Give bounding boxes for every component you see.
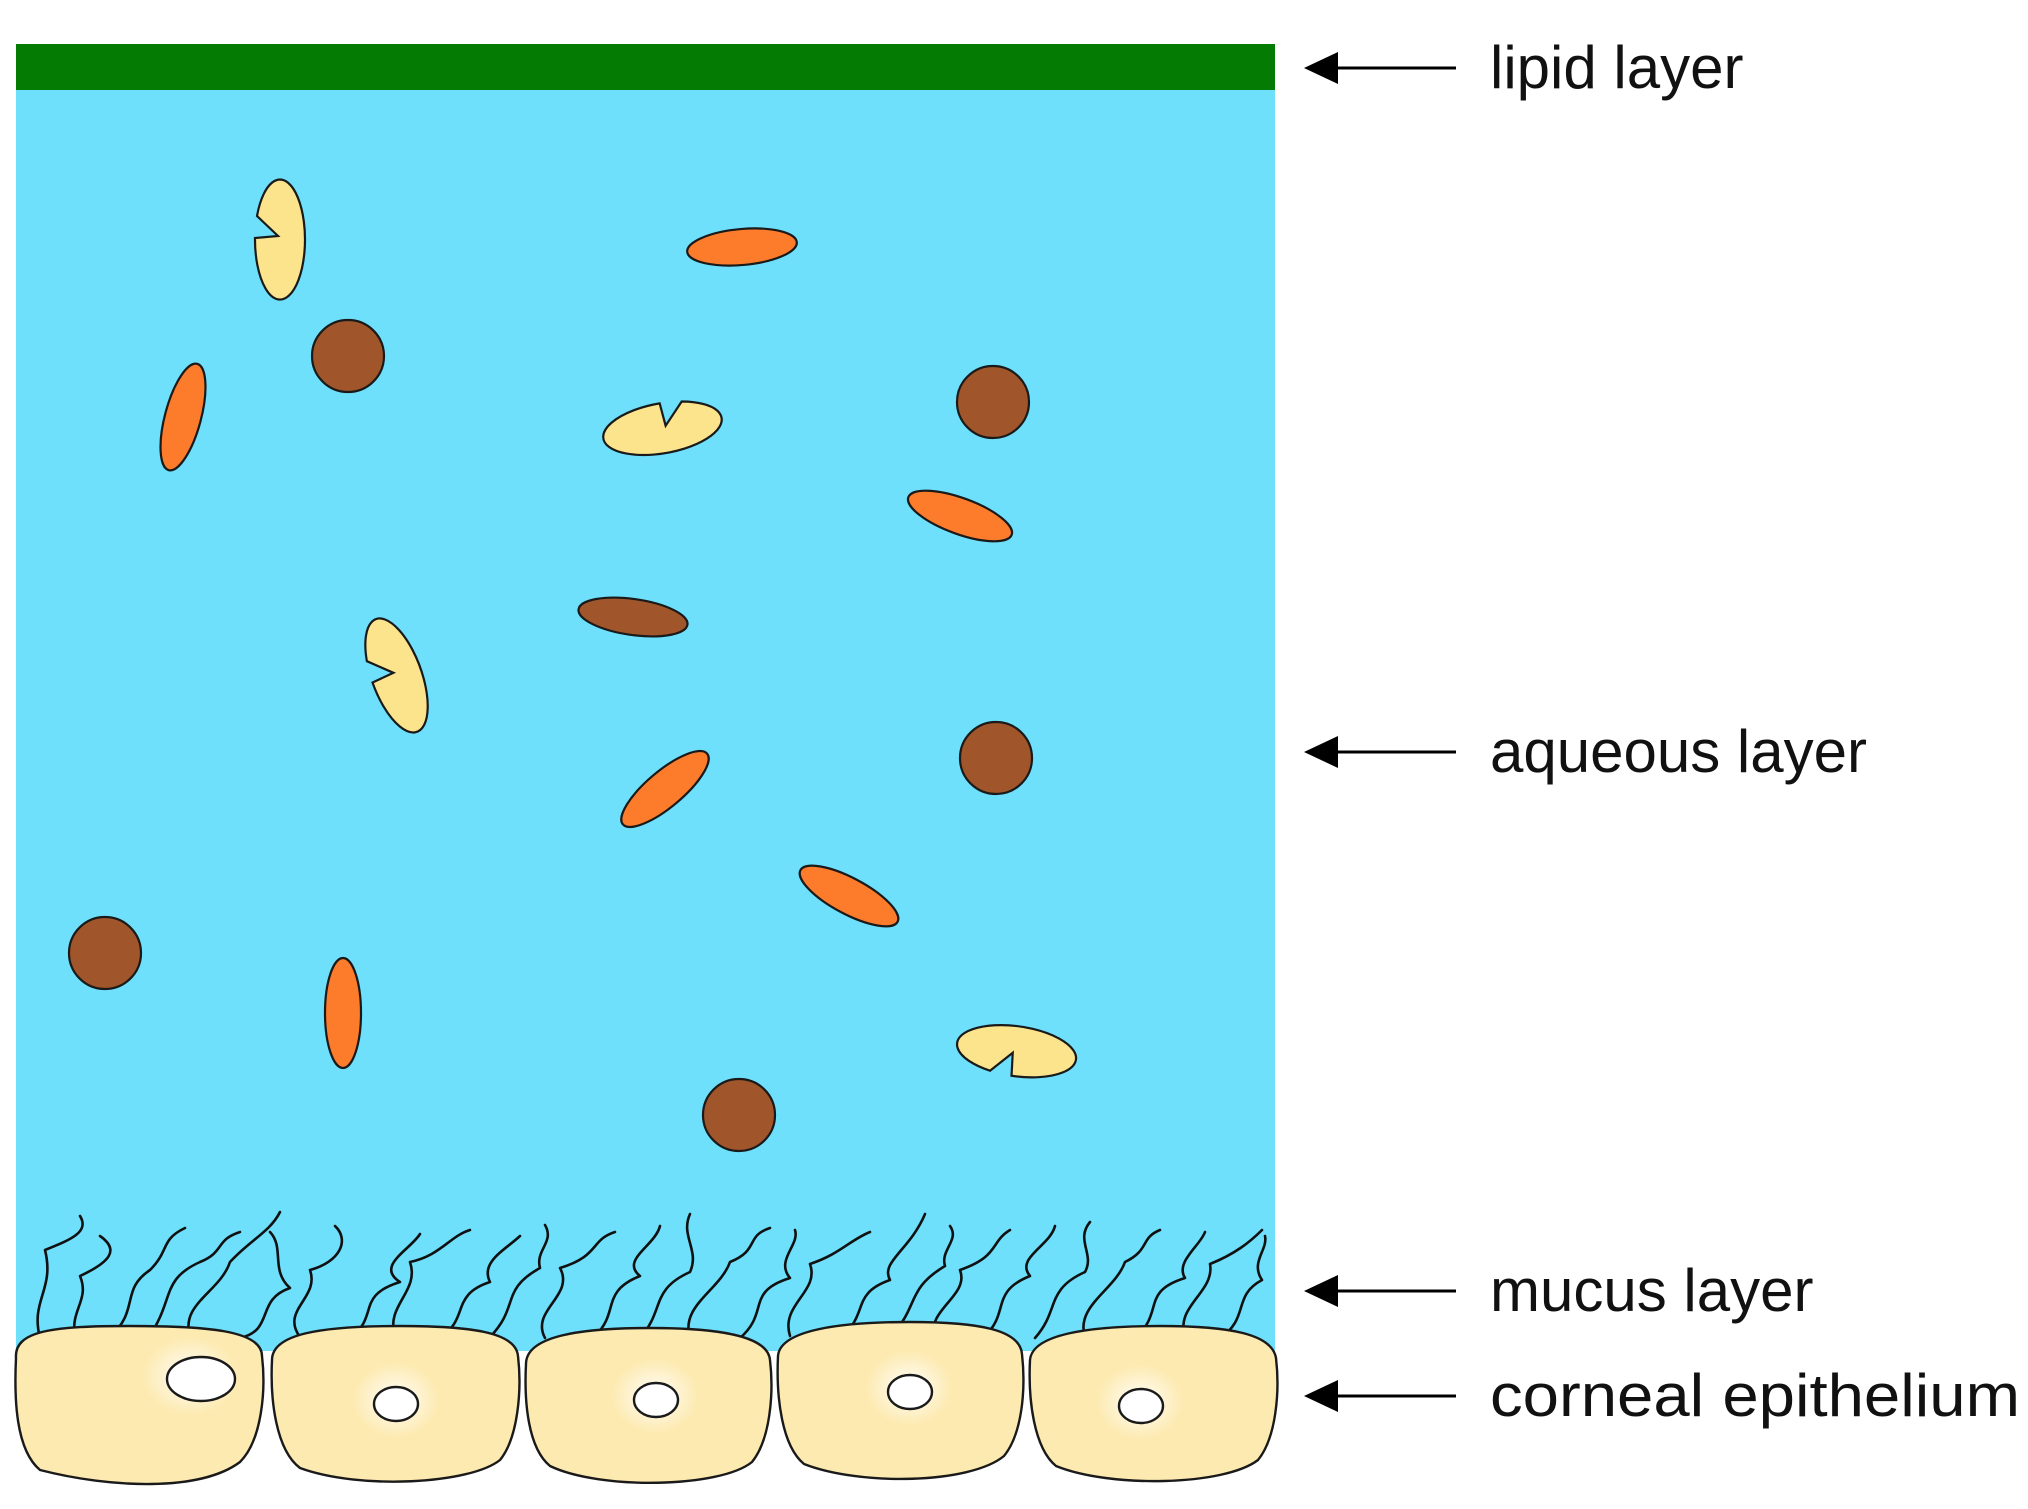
mucin-fiber-icon [593, 1224, 662, 1338]
mucin-fiber-icon [348, 1232, 422, 1340]
aqueous-layer-label: aqueous layer [1490, 718, 1867, 785]
mucin-fiber-icon [638, 1212, 695, 1340]
orange-oval-particle-icon [159, 362, 207, 472]
tear-particles [67, 178, 1078, 1153]
lipid-layer-label: lipid layer [1490, 34, 1743, 101]
nucleus [632, 1381, 680, 1419]
nucleus [165, 1355, 237, 1403]
mucin-fiber-icon [1218, 1234, 1267, 1340]
orange-oval-particle-icon [323, 956, 363, 1070]
aqueous-layer [16, 86, 1275, 1351]
epithelial-cell [14, 1324, 265, 1486]
orange-oval-particle-icon [686, 227, 798, 267]
lipid-layer [16, 44, 1275, 90]
mucin-fiber-icon [146, 1230, 242, 1340]
mucin-fiber-icon [108, 1226, 187, 1339]
orange-oval-particle-icon [906, 489, 1014, 543]
mucus-layer [36, 1210, 1267, 1340]
mucin-fiber-icon [1033, 1220, 1092, 1340]
layer-arrows [1304, 52, 1456, 1412]
mucin-fiber-icon [983, 1224, 1057, 1338]
left-arrow-icon [1304, 1380, 1456, 1412]
epithelial-cell [524, 1326, 773, 1485]
brown-round-particle-icon [958, 720, 1034, 796]
brown-round-particle-icon [310, 318, 386, 394]
nucleus [1117, 1387, 1165, 1425]
corneal-epithelium [14, 1320, 1279, 1486]
orange-oval-particle-icon [620, 749, 710, 829]
mucin-fiber-icon [293, 1224, 344, 1339]
mucin-fiber-icon [838, 1212, 927, 1340]
mucin-fiber-icon [438, 1234, 522, 1340]
brown-round-particle-icon [701, 1077, 777, 1153]
mucin-fiber-icon [888, 1224, 955, 1339]
mucus-layer-label: mucus layer [1490, 1257, 1813, 1324]
nucleus [372, 1385, 420, 1423]
nucleus [886, 1373, 934, 1411]
mucin-fiber-icon [392, 1228, 472, 1338]
yellow-notched-particle-icon [602, 400, 723, 457]
mucin-fiber-icon [238, 1230, 292, 1340]
left-arrow-icon [1304, 52, 1456, 84]
mucin-fiber-icon [488, 1223, 550, 1339]
yellow-notched-particle-icon [955, 1024, 1078, 1079]
mucin-fiber-icon [787, 1230, 872, 1338]
brown-oval-particle-icon [577, 596, 689, 638]
epithelial-cell [1028, 1324, 1279, 1483]
epithelial-cell [270, 1324, 521, 1483]
mucin-fiber-icon [1082, 1228, 1162, 1339]
mucin-fiber-icon [687, 1226, 772, 1339]
orange-oval-particle-icon [798, 864, 900, 928]
brown-round-particle-icon [67, 915, 143, 991]
mucin-fiber-icon [1133, 1230, 1207, 1340]
mucin-fiber-icon [72, 1234, 112, 1338]
left-arrow-icon [1304, 1275, 1456, 1307]
yellow-notched-particle-icon [364, 617, 429, 734]
yellow-notched-particle-icon [253, 178, 307, 301]
epithelial-cell [776, 1320, 1025, 1481]
corneal-epithelium-label: corneal epithelium [1490, 1362, 2020, 1429]
mucin-fiber-icon [1182, 1228, 1264, 1338]
mucin-fiber-icon [932, 1228, 1012, 1340]
mucin-fiber-icon [738, 1228, 797, 1340]
mucin-fiber-icon [540, 1230, 617, 1340]
left-arrow-icon [1304, 736, 1456, 768]
brown-round-particle-icon [955, 364, 1031, 440]
mucin-fiber-icon [36, 1214, 84, 1340]
mucin-fiber-icon [187, 1210, 282, 1338]
